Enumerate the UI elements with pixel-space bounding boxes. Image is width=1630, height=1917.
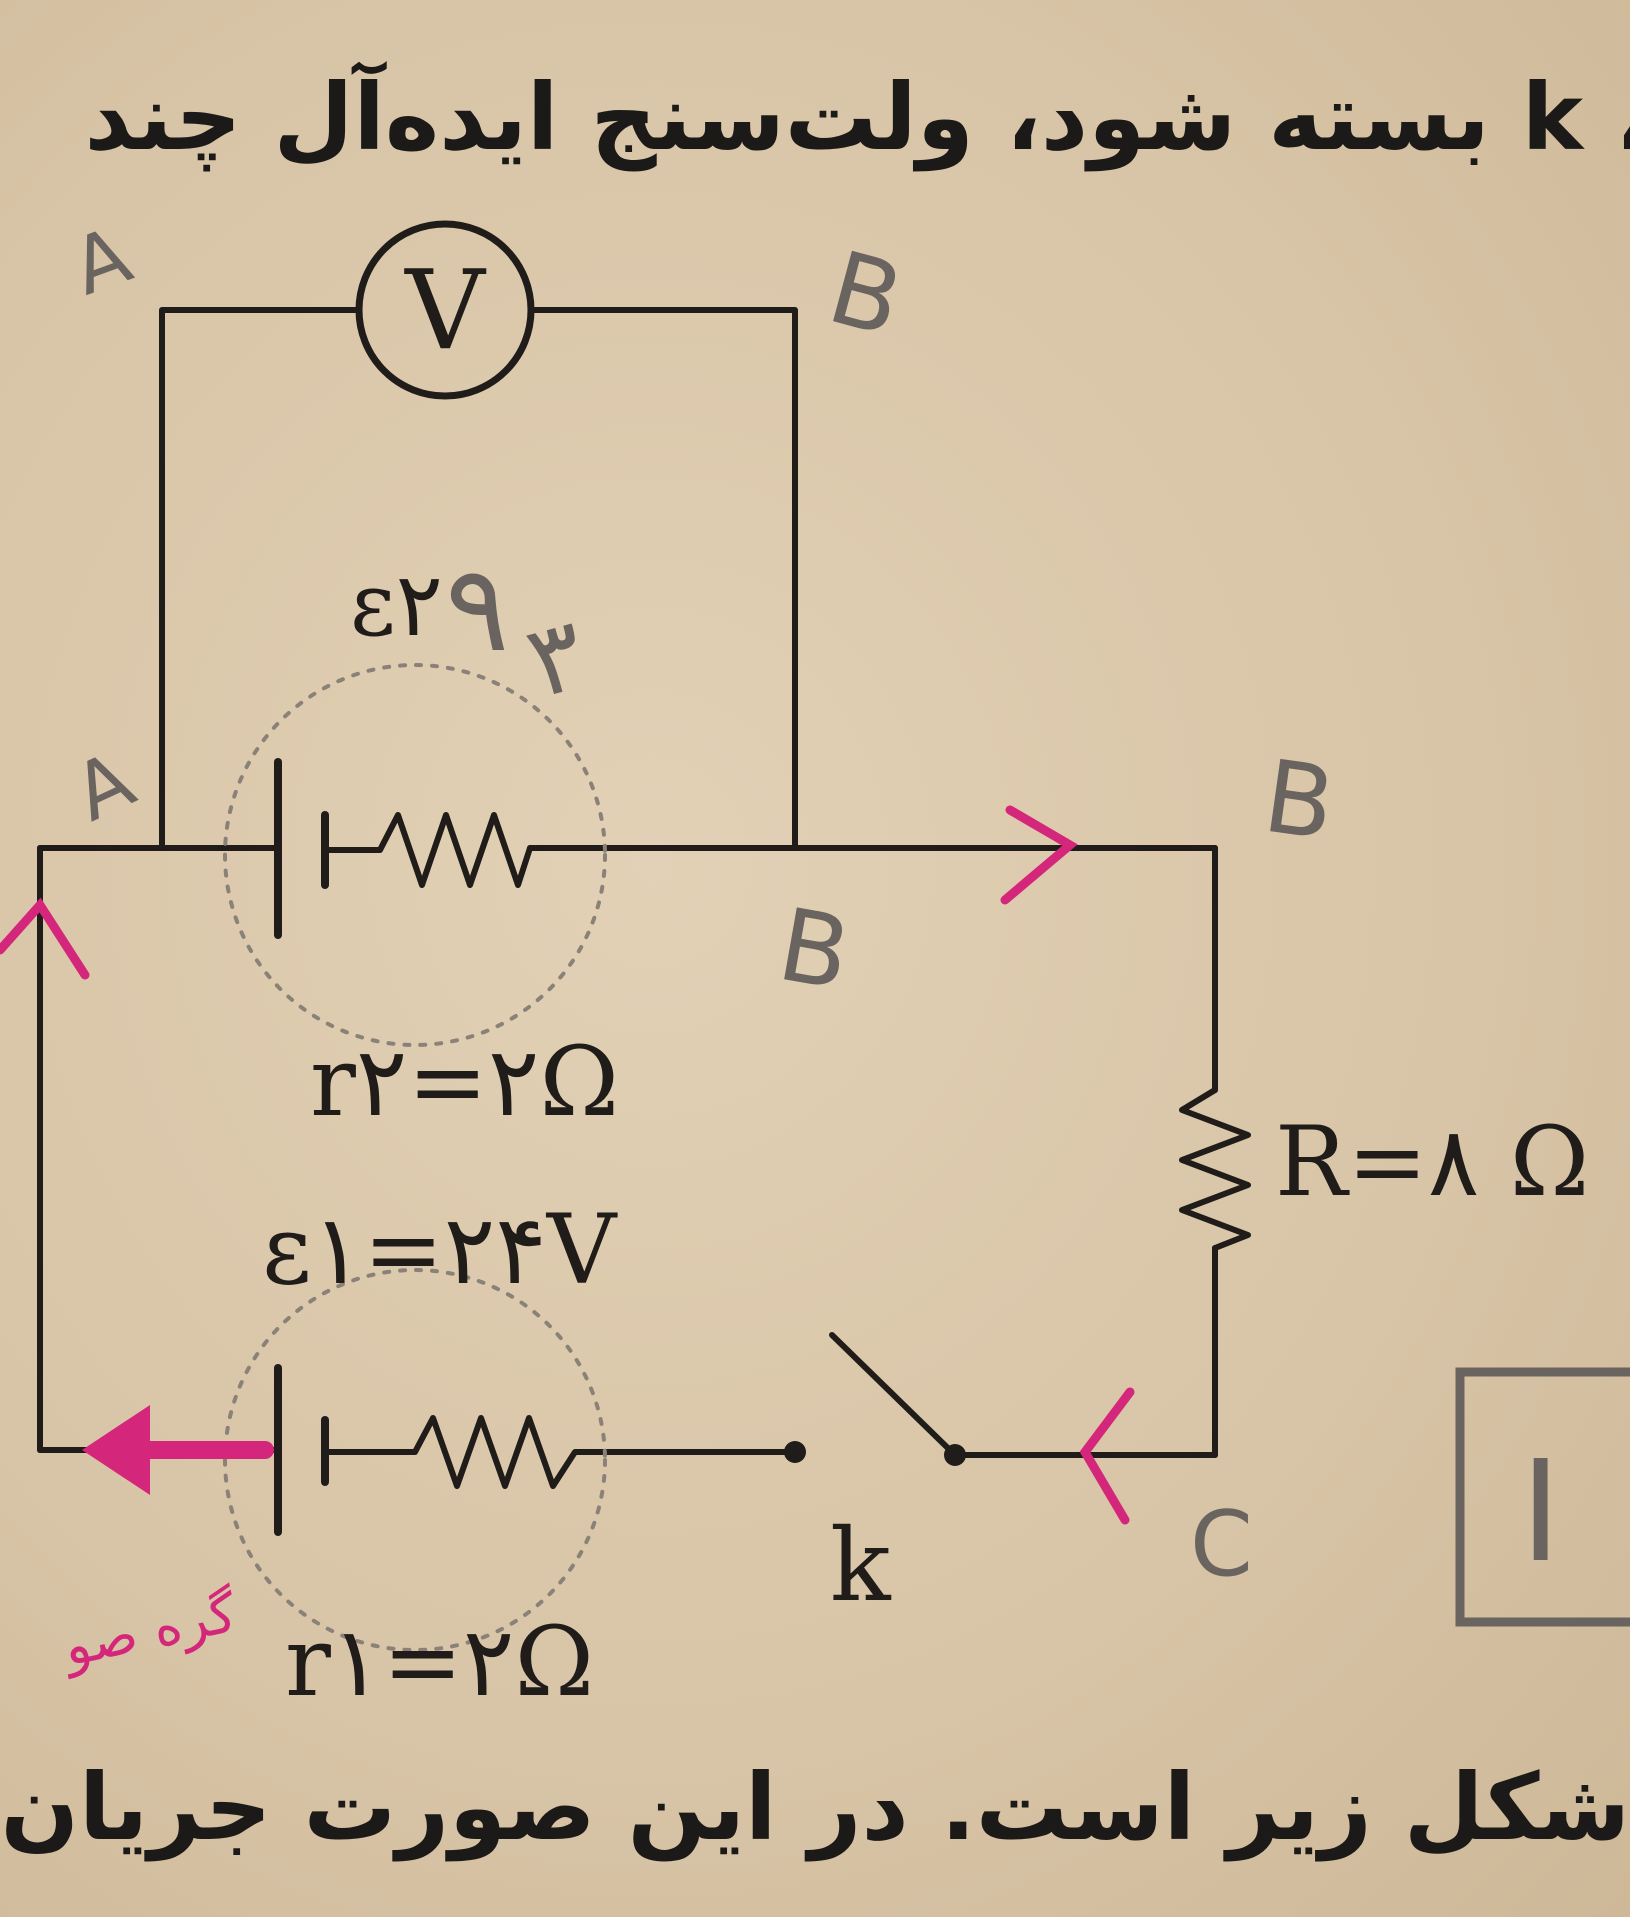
question-top-line: ، k بسته شود، ولت‌سنج ایده‌آل چند — [84, 64, 1630, 171]
node-b-right: B — [1257, 738, 1341, 863]
pink-arrow-left-rail — [0, 897, 90, 980]
emf2-label: ε۲ — [350, 553, 443, 656]
switch-label: k — [830, 1507, 892, 1624]
voltmeter-circle — [355, 220, 535, 400]
switch-blade — [829, 1332, 958, 1458]
node-c: C — [1190, 1492, 1253, 1597]
resistor-label: R=۸ Ω — [1275, 1106, 1589, 1218]
pink-arrow-bottom-left-head — [82, 1405, 150, 1495]
handwritten-three: ۳ — [515, 594, 597, 721]
emf2-handwritten-value: ۹ — [445, 540, 509, 679]
battery1-internal-resistor — [322, 1415, 603, 1489]
battery2-dotted-group — [223, 663, 607, 1047]
question-bottom-line: شکل زیر است. در این صورت جریان — [0, 1754, 1630, 1861]
wire-voltmeter-right — [529, 307, 798, 848]
pink-arrow-bottom-right — [1079, 1387, 1135, 1525]
node-a-top: A — [61, 210, 142, 313]
battery1-dotted-group — [223, 1268, 607, 1652]
voltmeter-symbol: V — [403, 246, 487, 374]
wire-voltmeter-left — [159, 307, 361, 848]
node-b-top: B — [817, 229, 914, 360]
resistor-r — [1179, 1087, 1251, 1251]
pink-arrow-top-rail — [1000, 805, 1078, 905]
battery2-internal-resistor — [322, 812, 533, 888]
r2-label: r۲=۲Ω — [310, 1026, 619, 1138]
switch-contact-right — [944, 1444, 966, 1466]
boxed-annotation-frame — [1455, 1367, 1630, 1627]
r1-label: r۱=۲Ω — [285, 1606, 594, 1718]
boxed-symbol: I — [1520, 1431, 1561, 1594]
node-b-mid: B — [770, 886, 858, 1013]
pink-handwritten-note: گره صو — [55, 1581, 242, 1680]
emf1-label: ε۱=۲۴V — [262, 1194, 618, 1306]
switch-contact-left — [784, 1441, 806, 1463]
node-a-left: A — [61, 735, 147, 839]
